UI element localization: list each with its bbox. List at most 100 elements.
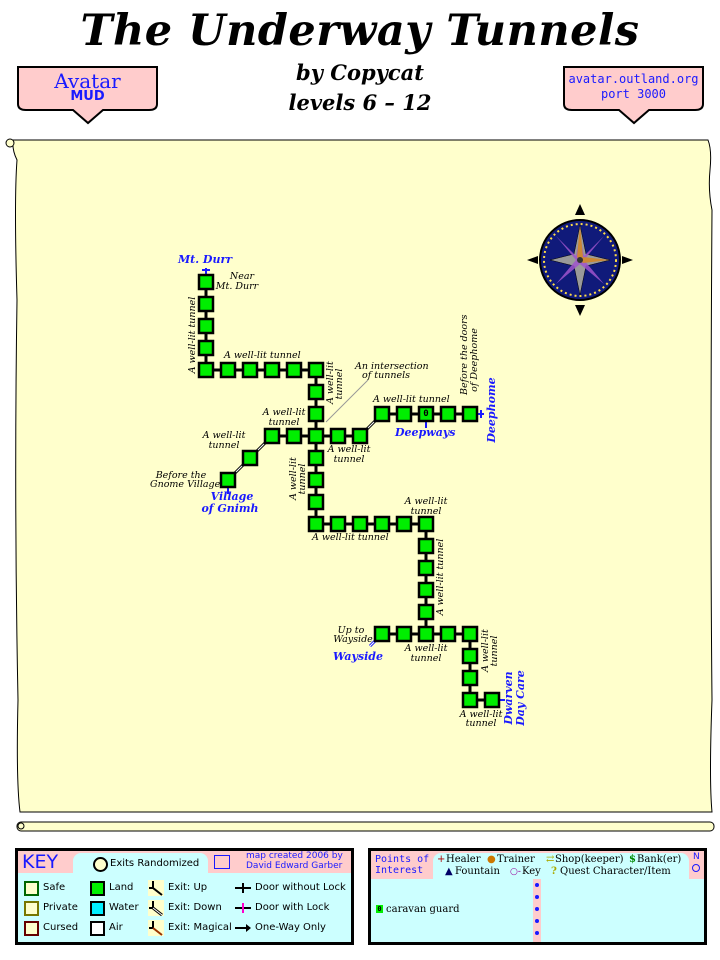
trainer-icon: ● [487,854,496,865]
place-village-line2[interactable]: of Gnimh [201,502,259,515]
label-near-durr-2: Mt. Durr [215,281,259,292]
server-host: avatar.outland.org [568,72,699,86]
label-tunnel-v3b: tunnel [297,463,308,495]
points-of-interest: Points of Interest + Healer ● Trainer ⇄ … [368,848,707,945]
poi-marker: 0 [376,905,383,913]
poi-title-2: Interest [375,865,424,876]
label-intersection-2: of tunnels [362,370,410,381]
key-exit-magical: Exit: Magical [168,922,232,933]
poi-header-tab [433,853,689,879]
map-author: by Copycat [296,60,424,85]
key-land: Land [109,882,134,893]
label-tunnel-row-3: A well-lit tunnel [312,532,389,543]
poi-column-divider [533,879,541,942]
label-tunnel-a1: A well-lit [262,407,306,418]
label-tunnel-vertical-1: A well-lit tunnel [187,296,198,374]
label-tunnel-b6: tunnel [465,718,497,729]
label-tunnel-a5: A well-lit [404,643,448,654]
label-tunnel-deepways: A well-lit tunnel [373,394,450,405]
key-private: Private [43,902,78,913]
poi-key: Key [522,866,541,877]
key-water: Water [109,902,139,913]
rooms [197,273,501,709]
label-up-wayside-2: Wayside [333,634,373,645]
scroll-curl-icon [17,822,25,830]
server-badge: avatar.outland.org port 3000 [561,64,706,126]
door-type-icons [235,883,251,932]
healer-icon: + [437,854,446,865]
badge-mud: MUD [70,89,105,104]
terrain-land-icon [90,881,105,896]
zone-safe-icon [24,881,39,896]
server-port: port 3000 [600,87,667,101]
map-levels: levels 6 – 12 [288,90,432,115]
key-title: KEY [22,851,59,873]
label-tunnel-b4: tunnel [410,506,442,517]
terrain-air-icon [90,921,105,936]
label-tunnel-b1: tunnel [268,417,300,428]
map-title: The Underway Tunnels [80,6,640,56]
badge-avatar: Avatar [54,69,121,93]
zone-private-icon [24,901,39,916]
label-tunnel-a2: A well-lit [202,430,246,441]
label-up-wayside-1: Up to [337,625,365,636]
poi-shop: Shop(keeper) [555,854,624,865]
label-tunnel-v2b: tunnel [334,368,345,400]
avatar-mud-badge: Avatar MUD [15,64,160,126]
key-air: Air [109,922,123,933]
key-credit-1: map created 2006 by [246,851,343,861]
exit-type-icons [148,880,164,936]
key-credit-2: David Edward Garber [246,861,343,871]
key-door-no-lock: Door without Lock [255,882,346,893]
compass-rose-icon [527,204,633,316]
place-deephome[interactable]: Deephome [485,377,498,443]
label-tunnel-b3: tunnel [333,454,365,465]
poi-bank: Bank(er) [637,854,682,865]
place-mt-durr[interactable]: Mt. Durr [178,253,233,266]
label-near-durr-1: Near [229,271,255,282]
poi-healer: Healer [446,854,481,865]
label-tunnel-b5: tunnel [410,653,442,664]
label-tunnel-b2: tunnel [208,440,240,451]
exits-randomized-icon [93,857,108,872]
scroll-curl-icon [5,138,15,148]
quest-icon: ? [551,866,557,877]
label-tunnel-a3: A well-lit [327,444,371,455]
poi-caravan-guard[interactable]: caravan guard [386,904,460,915]
compass-north: N [693,852,700,862]
key-exit-down: Exit: Down [168,902,222,913]
key-cursed: Cursed [43,922,79,933]
scroll-roll-bottom [16,821,715,832]
poi-trainer: Trainer [497,854,535,865]
key-one-way: One-Way Only [255,922,326,933]
zone-cursed-icon [24,921,39,936]
label-before-doors-2: of Deephome [469,328,480,392]
mob-marker-caravan-guard[interactable]: 0 [423,409,429,419]
key-safe: Safe [43,882,66,893]
bank-icon: $ [629,854,636,865]
label-tunnel-vertical-4: A well-lit tunnel [435,538,446,616]
parchment [12,139,713,813]
intersection-pointer [325,379,369,423]
place-dwarven-line2[interactable]: Day Care [514,670,527,726]
label-before-gnome-1: Before the [155,470,207,481]
poi-title-1: Points of [375,854,430,865]
place-village-line1[interactable]: Village [210,490,254,503]
place-wayside[interactable]: Wayside [333,650,383,663]
key-exit-up: Exit: Up [168,882,208,893]
poi-fountain: Fountain [455,866,500,877]
label-tunnel-row-1: A well-lit tunnel [224,350,301,361]
terrain-water-icon [90,901,105,916]
map-key: KEY Exits Randomized map created 2006 by… [15,848,354,945]
fountain-icon: ▲ [445,866,453,877]
key-icon: ○- [510,867,521,877]
scroll-quill-icon [214,855,230,869]
poi-quest: Quest Character/Item [560,866,671,877]
badge-shape-icon [17,66,158,125]
place-deepways[interactable]: Deepways [395,426,456,439]
shop-icon: ⇄ [546,854,555,865]
badge-shape-icon [563,66,704,125]
label-intersection-1: An intersection [355,361,429,372]
zone-exit-stubs [202,268,505,701]
